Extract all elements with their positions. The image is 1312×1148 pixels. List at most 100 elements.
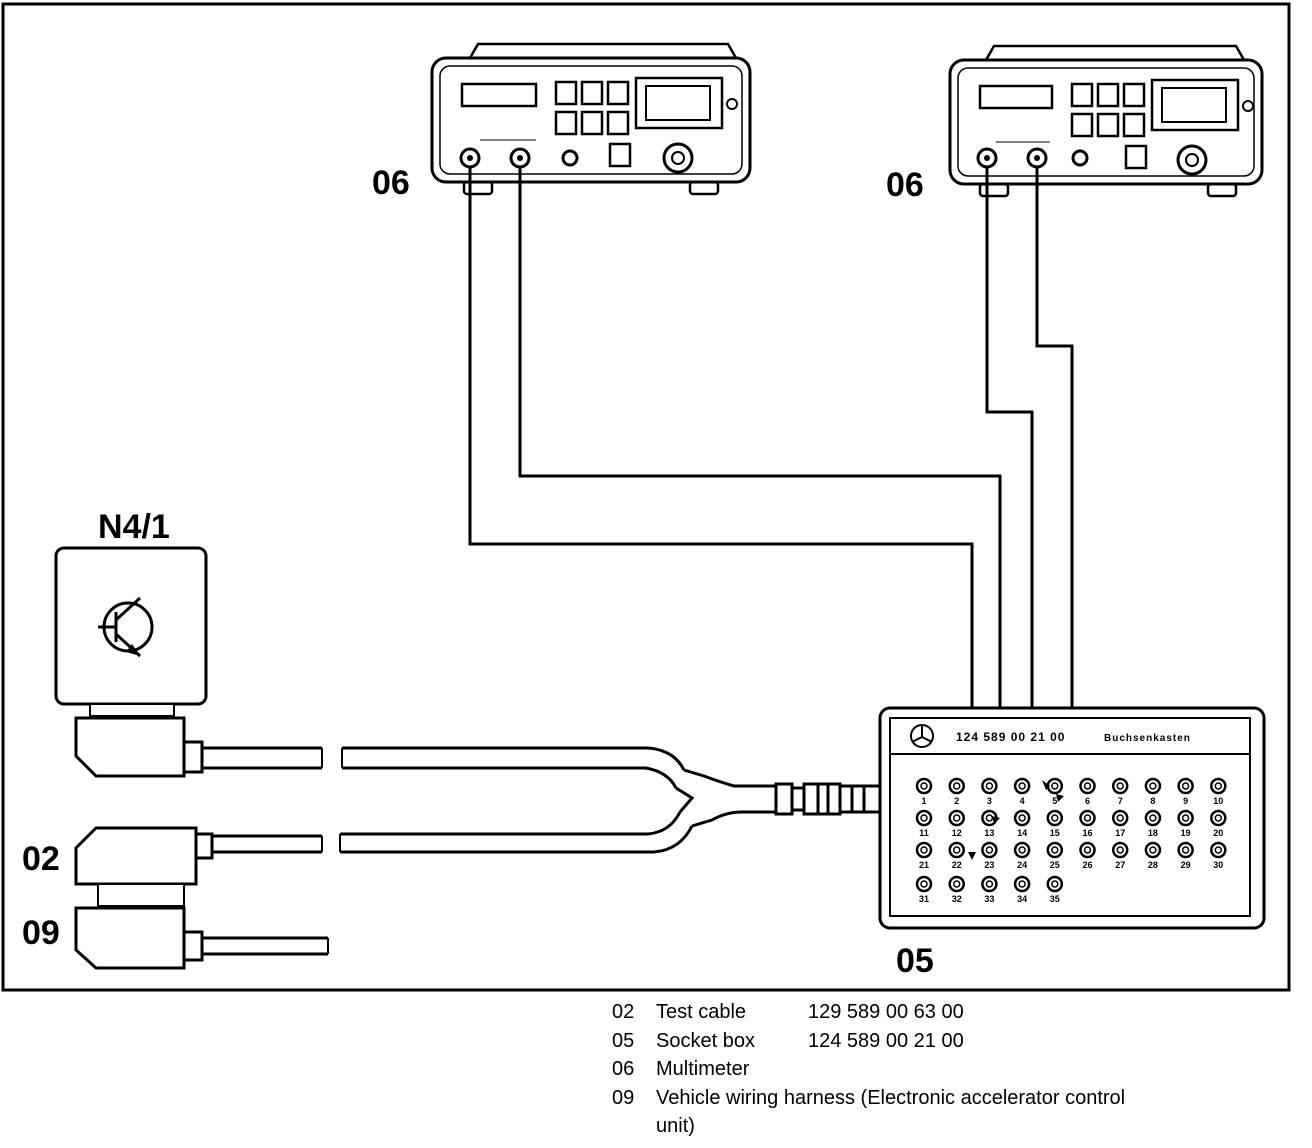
socket-label: 30 (1213, 860, 1223, 870)
socket-20: 20 (1210, 809, 1227, 838)
label-09: 09 (22, 914, 60, 952)
socket-25: 25 (1046, 841, 1064, 870)
multimeter-right (948, 44, 1264, 198)
diagram-frame (1, 2, 1291, 992)
socket-7: 7 (1111, 777, 1129, 806)
socket-22: 22 (948, 841, 965, 870)
socket-1: 1 (915, 777, 933, 806)
legend-row: 09 Vehicle wiring harness (Electronic acc… (612, 1084, 1126, 1141)
label-05: 05 (896, 942, 934, 980)
socket-label: 2 (954, 796, 959, 806)
legend-part-number: 124 589 00 21 00 (808, 1029, 964, 1052)
socket-2: 2 (948, 777, 965, 806)
connector-09 (74, 906, 329, 970)
probe-tips (968, 780, 1064, 860)
legend-code: 02 (612, 1001, 635, 1023)
socket-label: 1 (921, 796, 926, 806)
socket-33: 33 (981, 875, 998, 904)
socket-19: 19 (1177, 809, 1194, 838)
legend-part-number: 129 589 00 63 00 (808, 1001, 964, 1023)
legend-row: 06 Multimeter (612, 1055, 1126, 1084)
label-n4-1: N4/1 (98, 508, 170, 546)
socket-label: 21 (919, 860, 929, 870)
socket-12: 12 (948, 809, 965, 838)
label-02: 02 (22, 840, 60, 878)
socket-label: 11 (919, 828, 929, 838)
socket-15: 15 (1046, 809, 1064, 838)
socket-29: 29 (1177, 841, 1194, 870)
socket-30: 30 (1210, 841, 1227, 870)
label-multimeter-left: 06 (372, 164, 410, 202)
legend-description: Vehicle wiring harness (Electronic accel… (656, 1086, 1126, 1138)
multimeter-left (430, 42, 752, 196)
socket-label: 18 (1148, 828, 1158, 838)
socket-24: 24 (1013, 841, 1031, 870)
socket-label: 20 (1213, 828, 1223, 838)
socket-label: 28 (1148, 860, 1158, 870)
socket-label: 25 (1050, 860, 1060, 870)
socket-label: 13 (984, 828, 994, 838)
socket-label: 31 (919, 894, 929, 904)
socket-27: 27 (1111, 841, 1129, 870)
socket-label: 6 (1085, 796, 1090, 806)
socket-16: 16 (1079, 809, 1096, 838)
socket-17: 17 (1111, 809, 1129, 838)
socket-label: 7 (1118, 796, 1123, 806)
lead-left-black (468, 167, 974, 852)
socket-label: 10 (1213, 796, 1223, 806)
socket-label: 29 (1181, 860, 1191, 870)
socket-28: 28 (1144, 841, 1162, 870)
legend-row: 02 Test cable 129 589 00 63 00 (612, 998, 1126, 1027)
socket-23: 23 (981, 841, 998, 870)
socket-35: 35 (1046, 875, 1064, 904)
socket-label: 15 (1050, 828, 1060, 838)
legend-code: 06 (612, 1058, 635, 1080)
legend-description: Test cable (656, 1001, 747, 1023)
socket-34: 34 (1013, 875, 1031, 904)
socket-label: 22 (952, 860, 962, 870)
socket-label: 19 (1181, 828, 1191, 838)
socket-label: 5 (1052, 796, 1057, 806)
socket-label: 17 (1115, 828, 1125, 838)
legend-description: Socket box (656, 1029, 755, 1052)
socket-18: 18 (1144, 809, 1162, 838)
socket-label: 16 (1082, 828, 1092, 838)
socket-label: 24 (1017, 860, 1027, 870)
socket-label: 12 (952, 828, 962, 838)
socket-3: 3 (981, 777, 998, 806)
socket-26: 26 (1079, 841, 1096, 870)
socket-8: 8 (1144, 777, 1162, 806)
socket-label: 35 (1050, 894, 1060, 904)
legend: 02 Test cable 129 589 00 63 00 05 Socket box… (612, 998, 1126, 1141)
socket-label: 26 (1082, 860, 1092, 870)
socket-label: 4 (1020, 796, 1025, 806)
socket-box-name: Buchsenkasten (1104, 733, 1191, 744)
socket-4: 4 (1013, 777, 1031, 806)
control-unit-n4-1 (54, 546, 208, 717)
socket-6: 6 (1079, 777, 1096, 806)
legend-code: 05 (612, 1029, 635, 1052)
socket-21: 21 (915, 841, 933, 870)
socket-label: 14 (1017, 828, 1027, 838)
socket-label: 3 (987, 796, 992, 806)
socket-31: 31 (915, 875, 933, 904)
connector-02 (74, 826, 323, 907)
legend-code: 09 (612, 1086, 635, 1109)
socket-label: 27 (1115, 860, 1125, 870)
socket-box-part-number: 124 589 00 21 00 (956, 730, 1065, 744)
socket-32: 32 (948, 875, 965, 904)
socket-label: 34 (1017, 894, 1027, 904)
socket-9: 9 (1177, 777, 1194, 806)
socket-label: 8 (1150, 796, 1155, 806)
lead-right-red (1035, 167, 1074, 797)
socket-14: 14 (1013, 809, 1031, 838)
socket-11: 11 (915, 809, 933, 838)
legend-description: Multimeter (656, 1058, 750, 1080)
socket-label: 23 (984, 860, 994, 870)
socket-label: 32 (952, 894, 962, 904)
socket-label: 9 (1183, 796, 1188, 806)
label-multimeter-right: 06 (886, 166, 924, 204)
legend-row: 05 Socket box 124 589 00 21 00 (612, 1027, 1126, 1056)
